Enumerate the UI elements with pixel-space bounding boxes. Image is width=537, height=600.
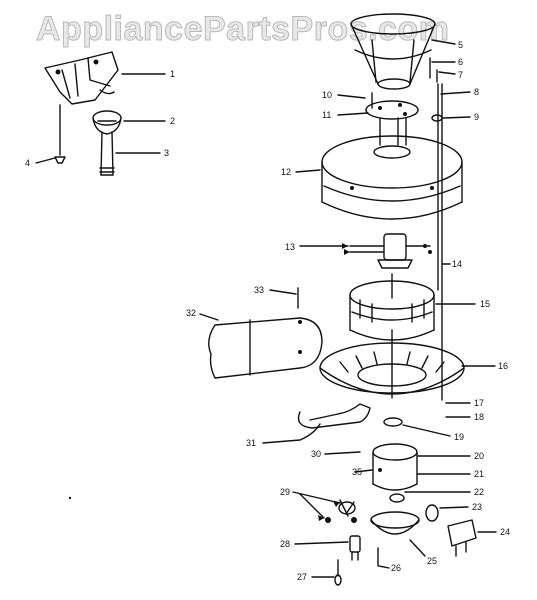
callout-11: 11 (322, 110, 331, 120)
switch-22 (389, 493, 405, 503)
bottom-cover (319, 329, 465, 399)
callout-10: 10 (322, 90, 332, 100)
callout-19: 19 (454, 432, 464, 442)
motor (349, 273, 435, 341)
capacitor (447, 519, 477, 557)
callout-9: 9 (474, 112, 479, 122)
callout-6: 6 (458, 57, 463, 67)
callout-21: 21 (474, 469, 484, 479)
mounting-bracket (44, 51, 119, 105)
bracket-screw (54, 104, 66, 164)
washer (431, 114, 443, 122)
callout-3: 3 (164, 148, 169, 158)
callout-25: 25 (427, 556, 437, 566)
fan-blade (208, 317, 323, 379)
callout-4: 4 (25, 158, 30, 168)
callout-13: 13 (285, 242, 295, 252)
switch-hub (349, 233, 432, 269)
stray-dot (68, 496, 72, 500)
mounting-ring (365, 100, 419, 146)
callout-labels: 1 2 3 4 5 6 7 8 9 10 11 12 13 14 15 16 1… (25, 40, 510, 582)
callout-27: 27 (297, 572, 307, 582)
washer-19 (383, 417, 403, 427)
callout-17: 17 (474, 398, 484, 408)
arrow-heads (318, 243, 350, 521)
callout-33: 33 (254, 285, 264, 295)
canopy (350, 13, 436, 90)
chain-end (334, 559, 342, 586)
callout-12: 12 (281, 167, 291, 177)
callout-16: 16 (498, 361, 508, 371)
callout-23: 23 (472, 502, 482, 512)
callout-32: 32 (186, 308, 196, 318)
callout-14: 14 (452, 259, 462, 269)
callout-30: 30 (311, 449, 321, 459)
switch-housing (372, 443, 418, 491)
callout-20: 20 (474, 451, 484, 461)
callout-35: 35 (352, 467, 362, 477)
callout-7: 7 (458, 70, 463, 80)
callout-31: 31 (246, 438, 256, 448)
ball-hanger (92, 110, 122, 135)
downrod (99, 131, 115, 176)
callout-26: 26 (391, 563, 401, 573)
plug (349, 535, 361, 561)
blade-iron (297, 403, 371, 441)
callout-15: 15 (480, 299, 490, 309)
bottom-cap (370, 511, 420, 535)
callout-24: 24 (500, 527, 510, 537)
leader-lines (35, 39, 497, 578)
callout-18: 18 (474, 412, 484, 422)
callout-29: 29 (280, 487, 290, 497)
wire-nuts (325, 499, 357, 523)
switch-23 (425, 504, 439, 522)
motor-housing (321, 135, 463, 220)
callout-1: 1 (170, 69, 175, 79)
callout-5: 5 (458, 40, 463, 50)
callout-8: 8 (474, 87, 479, 97)
callout-22: 22 (474, 487, 484, 497)
callout-28: 28 (280, 539, 290, 549)
callout-2: 2 (170, 116, 175, 126)
watermark: AppliancePartsPros.com (35, 10, 450, 49)
